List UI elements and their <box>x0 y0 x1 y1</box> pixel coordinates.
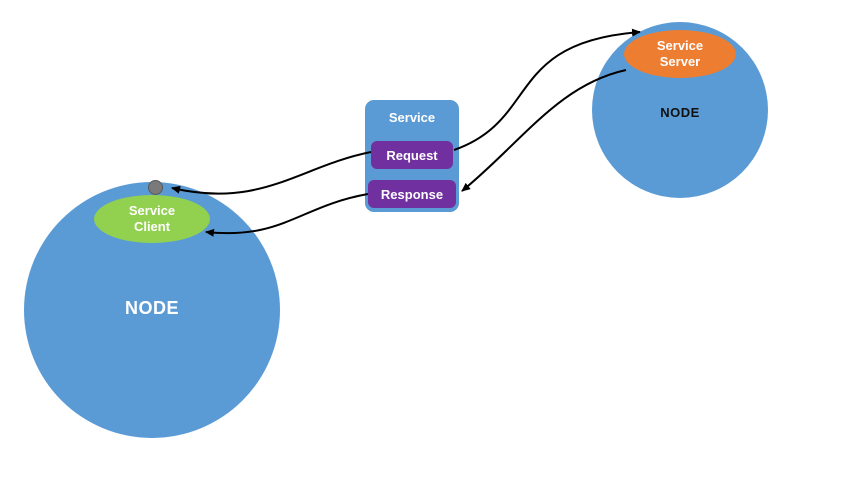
arrow-request-to-dot <box>171 151 372 195</box>
service-box-title: Service <box>388 110 436 125</box>
service-server-oval: Service Server <box>624 30 736 78</box>
service-server-label: Service Server <box>656 37 704 69</box>
request-box: Request <box>371 141 453 169</box>
service-client-oval: Service Client <box>94 195 210 243</box>
left-node-label: NODE <box>124 298 179 318</box>
response-label: Response <box>380 186 444 202</box>
connection-dot <box>148 180 163 195</box>
service-client-label: Service Client <box>128 202 176 234</box>
response-box: Response <box>368 180 456 208</box>
right-node-label: NODE <box>660 105 700 120</box>
request-label: Request <box>386 147 438 163</box>
